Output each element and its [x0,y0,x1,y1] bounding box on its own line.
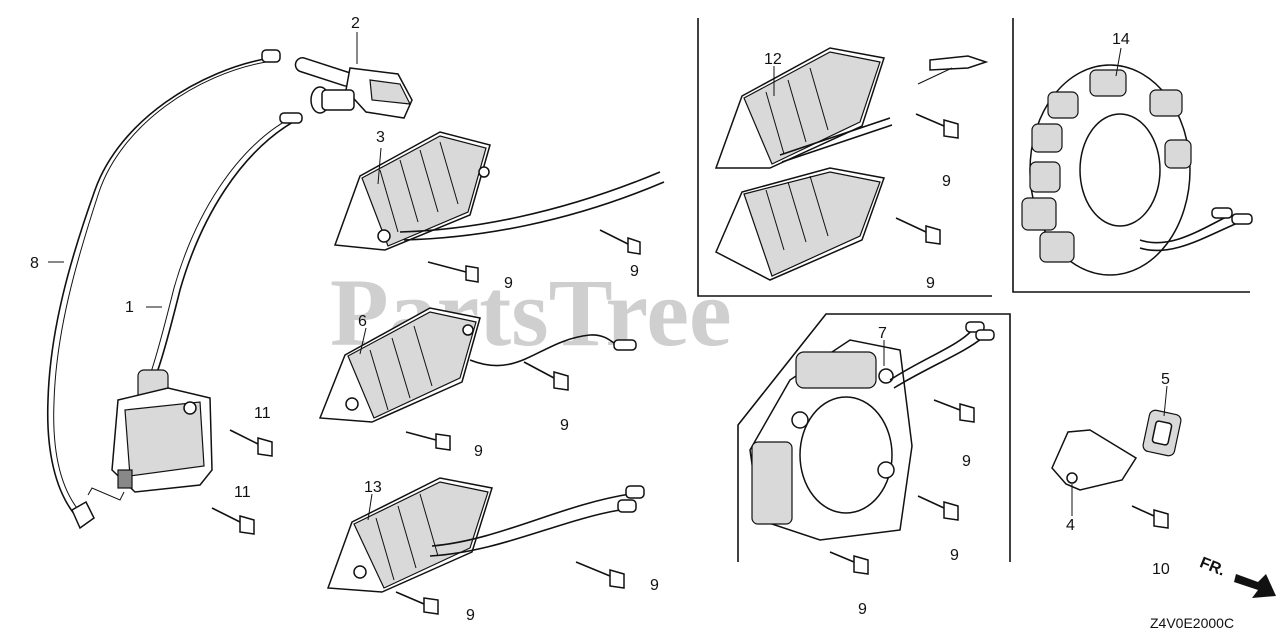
bolt-9-h[interactable] [895,217,941,245]
callout-7: 7 [878,325,887,342]
callout-10: 10 [1152,561,1170,578]
part-4-bracket[interactable] [1051,429,1138,491]
part-8-wire[interactable] [46,49,281,530]
part-12-lighting-coil[interactable] [714,47,989,281]
bolt-11-b[interactable] [211,507,255,535]
bolt-9-i[interactable] [933,399,975,423]
part-3-charge-coil[interactable] [333,131,665,251]
bolt-9-b[interactable] [427,261,479,283]
drawing-code: Z4V0E2000C [1150,615,1234,631]
callout-9-d: 9 [474,443,483,460]
part-6-coil[interactable] [318,307,637,423]
callout-12: 12 [764,51,782,68]
group-border-14 [1012,18,1250,293]
front-direction-arrow: FR. [1197,554,1276,598]
callout-5: 5 [1161,371,1170,388]
callout-9-f: 9 [466,607,475,624]
part-2-plug-cap[interactable] [294,56,413,119]
part-1-ignition-coil[interactable] [111,112,303,493]
bolt-10[interactable] [1131,505,1169,529]
part-7-coil-assembly[interactable] [749,321,995,541]
callout-9-c: 9 [560,417,569,434]
part-14-stator[interactable] [1021,64,1253,276]
callout-9-i: 9 [962,453,971,470]
callout-11a: 11 [254,405,271,422]
callout-9-j: 9 [950,547,959,564]
callout-13: 13 [364,479,382,496]
callout-2: 2 [351,15,360,32]
bolt-11-a[interactable] [229,429,273,457]
callout-9-b: 9 [504,275,513,292]
bolt-9-j[interactable] [917,495,959,521]
direction-label: FR. [1197,554,1227,579]
bolt-9-a[interactable] [599,229,641,255]
leader-lines [48,32,1168,521]
group-border-7 [737,313,1011,562]
bolt-9-k[interactable] [829,551,869,575]
callout-9-g: 9 [942,173,951,190]
bolt-9-c[interactable] [523,361,569,391]
callout-9-k: 9 [858,601,867,618]
bolt-9-d[interactable] [405,431,451,451]
bolt-9-e[interactable] [575,561,625,589]
group-border-12 [697,18,992,297]
callout-9-e: 9 [650,577,659,594]
bolt-9-f[interactable] [395,591,439,615]
part-5-grommet[interactable] [1142,409,1182,457]
callout-9-a: 9 [630,263,639,280]
callout-9-h: 9 [926,275,935,292]
bolt-9-g[interactable] [915,113,959,139]
callout-6: 6 [358,313,367,330]
callout-11b: 11 [234,484,251,501]
callout-3: 3 [376,129,385,146]
callout-1: 1 [125,299,134,316]
callout-4: 4 [1066,517,1075,534]
callout-8: 8 [30,255,39,272]
callout-14: 14 [1112,31,1130,48]
part-13-coil[interactable] [326,477,645,593]
